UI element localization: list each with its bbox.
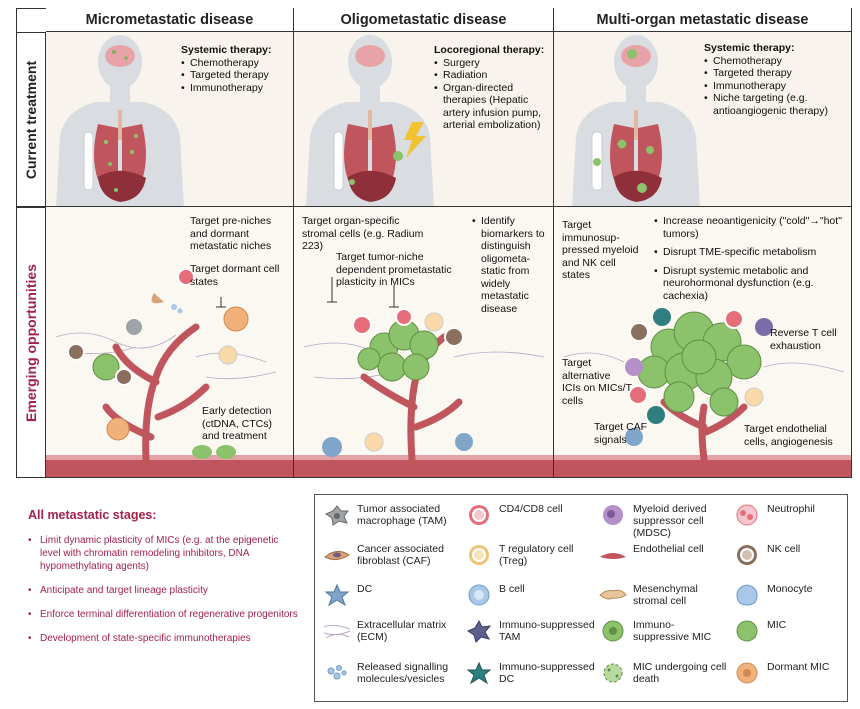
column-header-oligo: Oligometastatic disease [294,8,554,32]
panel-emerging-oligo: Target organ-specific stromal cells (e.g… [294,207,554,478]
legend-item: MIC undergoing cell death [599,661,729,685]
legend-item: Immuno-suppressive MIC [599,619,729,643]
emerging-multi-caf: Target CAF signals [594,421,648,446]
legend-item: Tumor associated macrophage (TAM) [323,503,463,527]
emerging-multi-endothelial: Target endothelial cells, angiogenesis [744,423,833,448]
legend-item: Neutrophil [733,503,845,527]
legend-item: Released signalling molecules/vesicles [323,661,463,685]
legend-item: T regulatory cell (Treg) [465,543,595,567]
dc-icon [324,583,350,607]
emerging-micro-early-detection: Early detection (ctDNA, CTCs) and treatm… [202,405,272,442]
monocyte-icon [736,584,758,606]
nk-icon [737,545,757,565]
legend-item: Myeloid derived suppressor cell (MDSC) [599,503,729,539]
msc-icon [599,589,627,600]
legend-item: Immuno-suppressed TAM [465,619,595,643]
is-dc-icon [466,661,492,685]
b-cell-icon [468,584,490,606]
panel-current-multi: Systemic therapy: Chemotherapy Targeted … [554,32,852,207]
emerging-multi-icis: Target alternative ICIs on MICs/T cells [562,357,632,407]
niche-illustration-multi [554,308,851,477]
cd4-cd8-icon [469,505,489,525]
niche-illustration-oligo [294,277,553,477]
treg-icon [469,545,489,565]
emerging-oligo-stromal: Target organ-specific stromal cells (e.g… [302,215,424,252]
emerging-micro-target-dormant: Target dormant cell states [190,263,280,288]
caf-icon [324,551,350,561]
emerging-oligo-biomarkers: Identify biomarkers to distinguish oligo… [472,215,552,315]
panel-current-micro: Systemic therapy: Chemotherapy Targeted … [46,32,294,207]
column-header-multi: Multi-organ metastatic disease [554,8,852,32]
mdsc-icon [603,505,623,525]
legend-item: MIC [733,619,845,643]
is-tam-icon [466,619,492,643]
stage-item: Development of state-specific immunother… [28,632,298,645]
stage-item: Anticipate and target lineage plasticity [28,584,298,597]
body-illustration-oligo [306,35,434,206]
panel-emerging-multi: Target immunosup-pressed myeloid and NK … [554,207,852,478]
radiation-lightning-icon [404,122,426,158]
legend-item: Extracellular matrix (ECM) [323,619,463,643]
row-label-current: Current treatment [16,32,46,207]
vesicles-icon [327,665,347,680]
stage-item: Limit dynamic plasticity of MICs (e.g. a… [28,534,298,573]
emerging-oligo-plasticity: Target tumor-niche dependent prometastat… [336,251,452,288]
column-header-micro: Micrometastatic disease [46,8,294,32]
endothelial-icon [600,553,626,559]
legend-item: Monocyte [733,583,845,607]
niche-illustration-micro [46,268,293,477]
legend: Tumor associated macrophage (TAM) Cancer… [314,494,848,702]
is-mic-icon [602,620,624,642]
legend-item: Dormant MIC [733,661,845,685]
legend-item: DC [323,583,463,607]
tam-icon [324,505,350,526]
stage-item: Enforce terminal differentiation of rege… [28,608,298,621]
body-illustration-micro [56,35,184,206]
ecm-icon [323,624,351,639]
current-multi-text: Systemic therapy: Chemotherapy Targeted … [704,42,850,117]
all-stages-title: All metastatic stages: [28,508,157,522]
all-stages-section: All metastatic stages: Limit dynamic pla… [28,508,298,656]
legend-item: NK cell [733,543,845,567]
neutrophil-icon [736,504,758,526]
emerging-multi-bullets: Increase neoantigenicity ("cold"→"hot" t… [654,215,850,302]
legend-item: Immuno-suppressed DC [465,661,595,685]
legend-item: Cancer associated fibroblast (CAF) [323,543,463,567]
legend-item: B cell [465,583,595,607]
body-illustration-multi [572,35,700,206]
current-micro-text: Systemic therapy: Chemotherapy Targeted … [181,44,293,94]
emerging-micro-target-niches: Target pre-niches and dormant metastatic… [190,215,272,252]
panel-emerging-micro: Target pre-niches and dormant metastatic… [46,207,294,478]
emerging-multi-myeloid-nk: Target immunosup-pressed myeloid and NK … [562,219,639,281]
panel-current-oligo: Locoregional therapy: Surgery Radiation … [294,32,554,207]
mic-death-icon [603,663,623,683]
mic-icon [736,620,758,642]
legend-item: Mesenchymal stromal cell [599,583,729,607]
dormant-mic-icon [736,662,758,684]
legend-item: Endothelial cell [599,543,729,567]
current-oligo-text: Locoregional therapy: Surgery Radiation … [434,44,552,132]
emerging-multi-t-cell-exhaustion: Reverse T cell exhaustion [770,327,837,352]
row-label-emerging: Emerging opportunities [16,207,46,478]
legend-item: CD4/CD8 cell [465,503,595,527]
